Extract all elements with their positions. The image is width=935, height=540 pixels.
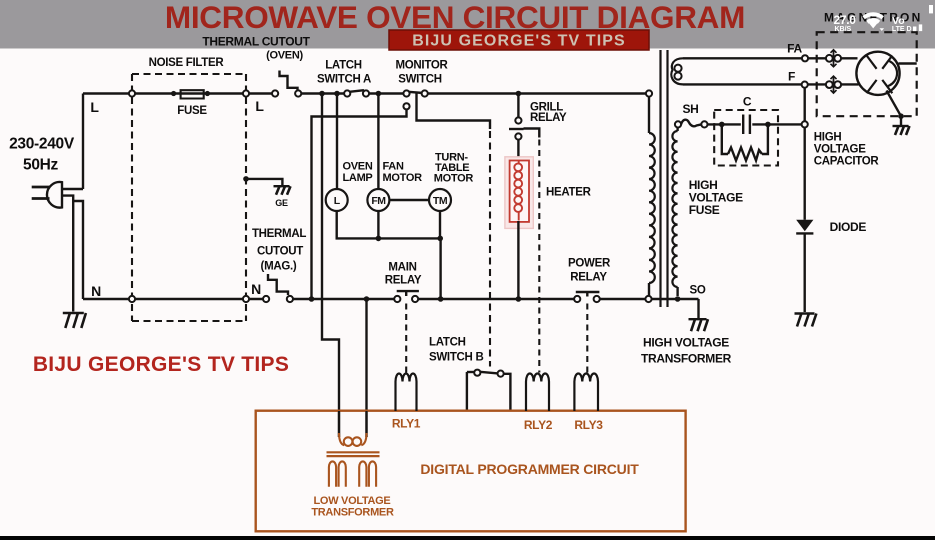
svg-text:OVEN: OVEN (343, 161, 373, 173)
svg-text:Vo: Vo (892, 15, 905, 27)
svg-text:N: N (251, 281, 261, 297)
svg-text:KB/S: KB/S (835, 26, 852, 33)
svg-text:RELAY: RELAY (530, 112, 567, 124)
svg-text:DIODE: DIODE (830, 220, 867, 234)
svg-text:MONITOR: MONITOR (396, 60, 449, 72)
svg-text:SWITCH: SWITCH (398, 74, 442, 86)
svg-text:RLY3: RLY3 (574, 418, 603, 432)
svg-text:SWITCH A: SWITCH A (317, 74, 371, 86)
svg-text:TABLE: TABLE (435, 162, 469, 174)
svg-text:FAN: FAN (383, 161, 404, 173)
svg-text:MOTOR: MOTOR (434, 173, 474, 185)
svg-text:LOW VOLTAGE: LOW VOLTAGE (314, 495, 391, 507)
svg-text:SO: SO (689, 285, 705, 297)
svg-text:CAPACITOR: CAPACITOR (814, 156, 880, 168)
svg-text:C: C (743, 95, 752, 109)
svg-text:MICROWAVE OVEN CIRCUIT DIAGRAM: MICROWAVE OVEN CIRCUIT DIAGRAM (165, 0, 745, 35)
svg-text:VOLTAGE: VOLTAGE (814, 144, 866, 156)
svg-text:BIJU GEORGE'S TV TIPS: BIJU GEORGE'S TV TIPS (412, 33, 626, 50)
svg-text:L: L (334, 195, 341, 207)
svg-text:HEATER: HEATER (546, 187, 592, 199)
svg-text:HIGH: HIGH (689, 178, 718, 192)
svg-text:LATCH: LATCH (429, 337, 466, 349)
svg-text:(MAG.): (MAG.) (261, 261, 297, 273)
svg-text:CUTOUT: CUTOUT (257, 246, 303, 258)
svg-text:RELAY: RELAY (385, 275, 422, 287)
svg-text:MAIN: MAIN (388, 262, 416, 274)
svg-text:TRANSFORMER: TRANSFORMER (311, 507, 394, 519)
svg-text:(OVEN): (OVEN) (266, 50, 303, 62)
svg-text:RELAY: RELAY (570, 272, 607, 284)
svg-text:THERMAL CUTOUT: THERMAL CUTOUT (202, 35, 310, 49)
svg-text:27.0: 27.0 (834, 13, 857, 27)
svg-text:RLY2: RLY2 (524, 418, 553, 432)
svg-text:FUSE: FUSE (177, 105, 207, 117)
svg-text:TURN-: TURN- (435, 152, 468, 164)
svg-text:MAGNETRON: MAGNETRON (824, 11, 922, 25)
svg-text:L: L (255, 98, 264, 114)
svg-text:230-240V: 230-240V (9, 136, 75, 153)
svg-text:TRANSFORMER: TRANSFORMER (641, 352, 732, 366)
svg-text:FA: FA (787, 42, 802, 56)
svg-text:THERMAL: THERMAL (252, 228, 306, 240)
svg-text:LAMP: LAMP (343, 172, 373, 184)
svg-text:BIJU GEORGE'S TV TIPS: BIJU GEORGE'S TV TIPS (33, 353, 289, 376)
svg-text:GRILL: GRILL (530, 102, 563, 114)
svg-text:GE: GE (275, 198, 288, 208)
svg-text:HIGH: HIGH (814, 132, 842, 144)
svg-text:L: L (90, 99, 99, 115)
svg-text:VOLTAGE: VOLTAGE (689, 191, 743, 205)
svg-text:F: F (788, 70, 795, 84)
svg-text:FM: FM (371, 195, 386, 207)
svg-text:FUSE: FUSE (689, 203, 720, 217)
svg-text:HIGH VOLTAGE: HIGH VOLTAGE (643, 336, 729, 350)
svg-text:SH: SH (682, 102, 698, 116)
svg-text:DIGITAL PROGRAMMER CIRCUIT: DIGITAL PROGRAMMER CIRCUIT (420, 461, 639, 477)
svg-text:LTE D: LTE D (892, 26, 912, 33)
svg-text:MOTOR: MOTOR (383, 172, 423, 184)
svg-text:TM: TM (433, 195, 448, 207)
svg-text:SWITCH B: SWITCH B (429, 352, 483, 364)
svg-text:LATCH: LATCH (325, 60, 362, 72)
svg-text:RLY1: RLY1 (392, 417, 421, 431)
svg-text:NOISE FILTER: NOISE FILTER (149, 57, 225, 69)
svg-text:POWER: POWER (568, 258, 611, 270)
svg-text:N: N (91, 283, 101, 299)
svg-text:50Hz: 50Hz (23, 157, 59, 174)
